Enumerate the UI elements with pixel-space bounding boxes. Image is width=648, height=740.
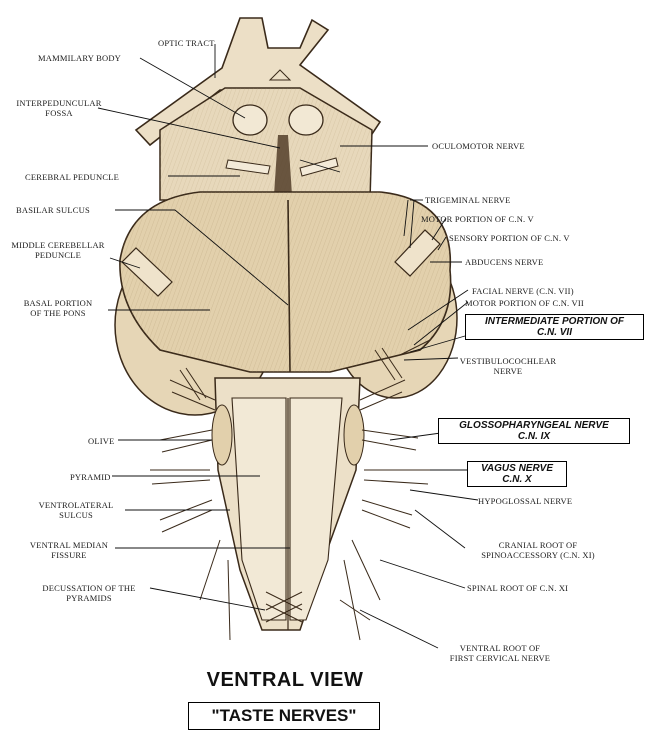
box-glossopharyngeal-nerve: GLOSSOPHARYNGEAL NERVE C.N. IX — [438, 418, 630, 444]
label-hypoglossal-nerve: HYPOGLOSSAL NERVE — [478, 496, 573, 506]
basilar-sulcus-line — [287, 199, 291, 373]
label-optic-tract: OPTIC TRACT — [158, 38, 215, 48]
label-motor-portion-cn7: MOTOR PORTION OF C.N. VII — [465, 298, 584, 308]
label-abducens-nerve: ABDUCENS NERVE — [465, 257, 544, 267]
label-trigeminal-nerve: TRIGEMINAL NERVE — [425, 195, 511, 205]
title-ventral-view: VENTRAL VIEW — [206, 669, 364, 691]
label-pyramid: PYRAMID — [70, 472, 111, 482]
olive-right — [343, 404, 365, 466]
mammillary-body-right — [288, 104, 324, 136]
label-ventrolateral-sulcus: VENTROLATERAL SULCUS — [38, 500, 114, 520]
subtitle-taste-nerves: "TASTE NERVES" — [188, 702, 380, 730]
olive-left — [211, 404, 233, 466]
label-sensory-portion-cn5: SENSORY PORTION OF C.N. V — [449, 233, 570, 243]
label-cranial-root-spinoaccessory: CRANIAL ROOT OF SPINOACCESSORY (C.N. XI) — [481, 540, 595, 560]
label-basal-portion-pons: BASAL PORTION OF THE PONS — [23, 298, 93, 318]
label-vestibulocochlear-nerve: VESTIBULOCOCHLEAR NERVE — [459, 356, 557, 376]
interpeduncular-fossa-shape — [274, 135, 292, 195]
label-interpeduncular-fossa: INTERPEDUNCULAR FOSSA — [16, 98, 102, 118]
box-intermediate-portion-cn7: INTERMEDIATE PORTION OF C.N. VII — [465, 314, 644, 340]
label-oculomotor-nerve: OCULOMOTOR NERVE — [432, 141, 525, 151]
label-middle-cerebellar-peduncle: MIDDLE CEREBELLAR PEDUNCLE — [11, 240, 105, 260]
label-spinal-root-cn11: SPINAL ROOT OF C.N. XI — [467, 583, 569, 593]
label-ventral-median-fissure: VENTRAL MEDIAN FISSURE — [29, 540, 109, 560]
label-basilar-sulcus: BASILAR SULCUS — [16, 205, 90, 215]
optic-tract-shape — [134, 17, 382, 147]
label-decussation-pyramids: DECUSSATION OF THE PYRAMIDS — [42, 583, 136, 603]
label-motor-portion-cn5: MOTOR PORTION OF C.N. V — [421, 214, 534, 224]
mammillary-body-left — [232, 104, 268, 136]
label-olive: OLIVE — [88, 436, 115, 446]
label-ventral-root-first-cervical: VENTRAL ROOT OF FIRST CERVICAL NERVE — [449, 643, 551, 663]
label-cerebral-peduncle: CEREBRAL PEDUNCLE — [25, 172, 119, 182]
label-facial-nerve: FACIAL NERVE (C.N. VII) — [472, 286, 574, 296]
box-vagus-nerve: VAGUS NERVE C.N. X — [467, 461, 567, 487]
pyramid-left — [231, 397, 287, 621]
pyramid-right — [289, 397, 343, 621]
label-mammilary-body: MAMMILARY BODY — [38, 53, 122, 63]
